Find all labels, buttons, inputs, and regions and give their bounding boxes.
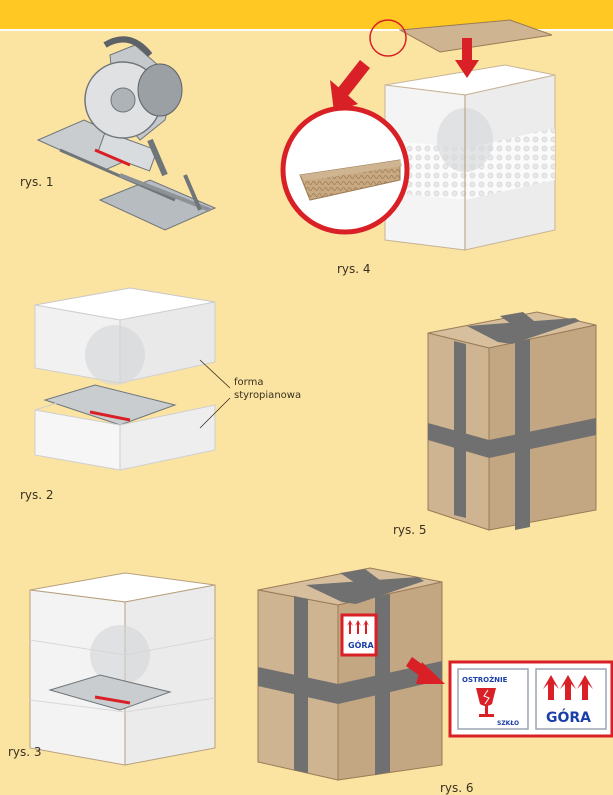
small-up-label: GÓRA <box>340 613 378 657</box>
cardboard-sheet <box>398 19 553 53</box>
caption-rys2: rys. 2 <box>20 488 54 502</box>
cardboard-zoom-detail <box>280 105 410 235</box>
fragile-label-top-text: OSTROŻNIE <box>462 675 508 684</box>
caption-rys1: rys. 1 <box>20 175 54 189</box>
shipping-labels-panel: OSTROŻNIE SZKŁO GÓRA <box>448 660 613 738</box>
small-up-label-text: GÓRA <box>348 639 375 650</box>
caption-rys3: rys. 3 <box>8 745 42 759</box>
caption-rys6: rys. 6 <box>440 781 474 795</box>
label-arrow <box>406 657 445 684</box>
zoom-source-circle <box>369 19 407 57</box>
fragile-label-bottom-text: SZKŁO <box>497 720 519 727</box>
caption-rys4: rys. 4 <box>337 262 371 276</box>
taped-cardboard-box <box>427 311 597 531</box>
up-label-text: GÓRA <box>546 708 591 726</box>
callout-label-line1: forma <box>234 377 263 388</box>
down-arrow <box>455 38 479 78</box>
miter-saw-icon <box>36 36 217 231</box>
foam-form-assembly <box>34 287 216 471</box>
diagonal-arrow <box>330 60 370 112</box>
up-arrows-icon <box>347 620 369 634</box>
glass-fragile-icon <box>476 688 496 717</box>
callout-line-top <box>199 359 231 389</box>
caption-rys5: rys. 5 <box>393 523 427 537</box>
up-arrows-icon <box>543 675 593 700</box>
labeled-cardboard-box <box>257 567 443 781</box>
callout-label-line2: styropianowa <box>234 390 301 401</box>
foam-inside-box <box>29 572 216 766</box>
callout-line-bottom <box>199 397 231 429</box>
